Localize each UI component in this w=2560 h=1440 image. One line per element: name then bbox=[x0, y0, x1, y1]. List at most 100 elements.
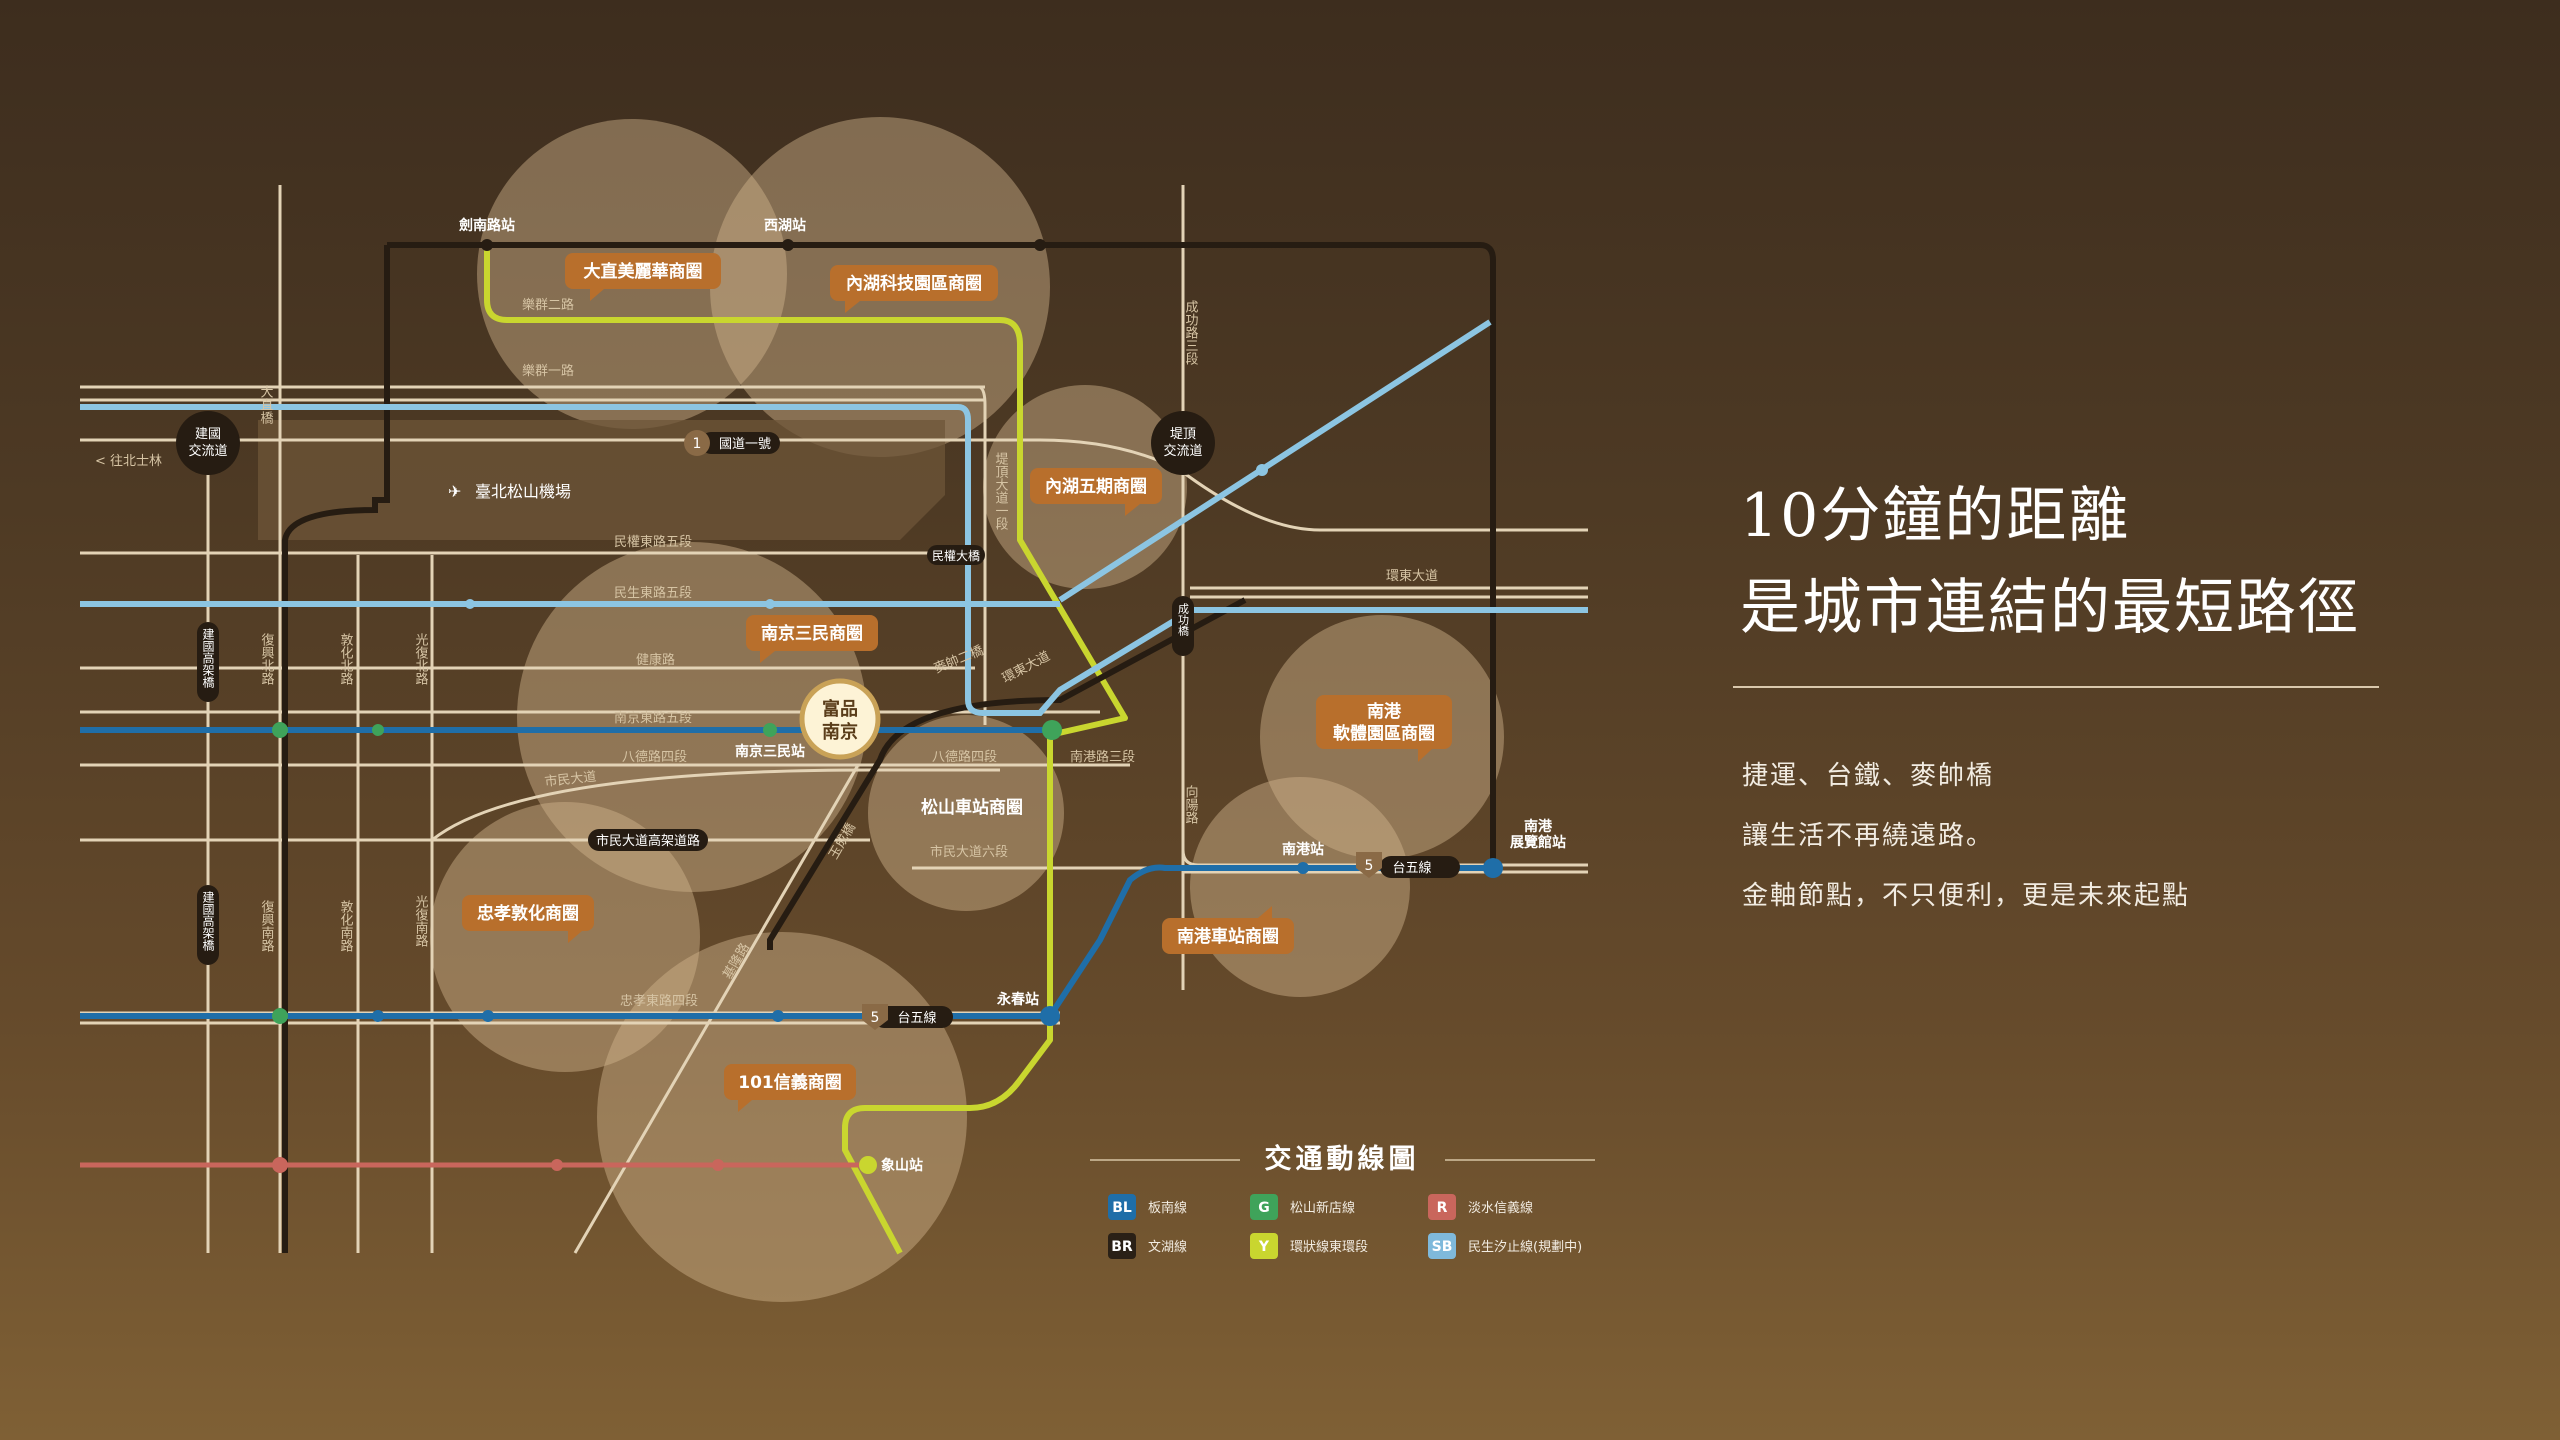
legend-code: SB bbox=[1432, 1239, 1453, 1255]
legend-item: G 松山新店線 bbox=[1250, 1194, 1355, 1220]
line-blue bbox=[80, 727, 1490, 1019]
svg-text:忠孝東路四段: 忠孝東路四段 bbox=[620, 993, 698, 1009]
legend-code: R bbox=[1437, 1200, 1448, 1216]
line-brown bbox=[282, 242, 1496, 1253]
svg-text:台五線: 台五線 bbox=[1392, 860, 1431, 876]
legend-label: 民生汐止線(規劃中) bbox=[1468, 1239, 1582, 1255]
chenggong-bridge-pill: 成功橋 bbox=[1172, 596, 1194, 656]
svg-text:環東大道: 環東大道 bbox=[1386, 568, 1438, 584]
area-label-neihu-tech: 內湖科技園區商圈 bbox=[830, 265, 998, 313]
legend-label: 松山新店線 bbox=[1290, 1200, 1355, 1216]
jianguo-elevated-north: 建國高架橋 bbox=[197, 622, 219, 702]
svg-text:軟體園區商圈: 軟體園區商圈 bbox=[1333, 723, 1435, 744]
interchange-dike: 堤頂 交流道 bbox=[1151, 411, 1215, 475]
svg-text:堤頂大道一段: 堤頂大道一段 bbox=[993, 452, 1009, 530]
vertical-road-labels: 成功路三段 向陽路 堤頂大道一段 大直橋 復興北路 復興南路 敦化北路 敦化南路… bbox=[258, 300, 1199, 952]
legend-code: G bbox=[1258, 1200, 1270, 1216]
legend: 交通動線圖 bbox=[1090, 1143, 1595, 1175]
svg-text:< 往北士林: < 往北士林 bbox=[95, 454, 162, 469]
legend-swatch bbox=[1250, 1194, 1278, 1220]
legend-swatch bbox=[1108, 1233, 1136, 1259]
svg-text:西湖站: 西湖站 bbox=[764, 217, 806, 234]
svg-text:成功路三段: 成功路三段 bbox=[1183, 300, 1199, 365]
airplane-icon: ✈ bbox=[448, 482, 461, 501]
svg-text:台五線: 台五線 bbox=[897, 1010, 936, 1026]
svg-text:內湖科技園區商圈: 內湖科技園區商圈 bbox=[846, 273, 982, 294]
svg-text:向陽路: 向陽路 bbox=[1183, 784, 1199, 824]
legend-code: Y bbox=[1258, 1239, 1270, 1255]
svg-text:大直美麗華商圈: 大直美麗華商圈 bbox=[584, 261, 703, 282]
svg-text:樂群一路: 樂群一路 bbox=[522, 363, 574, 379]
svg-text:樂群二路: 樂群二路 bbox=[522, 297, 574, 313]
civic-elevated-pill: 市民大道高架道路 bbox=[588, 829, 708, 851]
svg-text:八德路四段: 八德路四段 bbox=[622, 749, 687, 765]
jianguo-elevated-south: 建國高架橋 bbox=[197, 885, 219, 965]
svg-text:劍南路站: 劍南路站 bbox=[459, 217, 515, 234]
prov5-badge-west: 5 台五線 bbox=[862, 1004, 953, 1030]
legend-swatch bbox=[1250, 1233, 1278, 1259]
interchange-jianguo: 建國 交流道 bbox=[176, 411, 240, 475]
svg-text:光復北路: 光復北路 bbox=[413, 633, 429, 685]
legend-label: 文湖線 bbox=[1148, 1239, 1187, 1255]
description: 捷運、台鐵、麥帥橋 讓生活不再繞遠路。 金軸節點，不只便利，更是未來起點 bbox=[1742, 746, 2190, 926]
svg-text:南港車站商圈: 南港車站商圈 bbox=[1177, 926, 1279, 947]
svg-text:大直橋: 大直橋 bbox=[258, 385, 274, 425]
airport-area bbox=[258, 420, 945, 540]
legend-swatch bbox=[1108, 1194, 1136, 1220]
area-label-xinyi-101: 101信義商圈 bbox=[724, 1064, 856, 1112]
svg-text:101信義商圈: 101信義商圈 bbox=[738, 1072, 842, 1093]
svg-text:麥帥二橋: 麥帥二橋 bbox=[932, 642, 986, 676]
headline: 10分鐘的距離 是城市連結的最短路徑 bbox=[1740, 470, 2360, 654]
svg-text:市民大道六段: 市民大道六段 bbox=[930, 844, 1008, 860]
svg-text:松山車站商圈: 松山車站商圈 bbox=[921, 797, 1023, 818]
prov5-badge-east: 5 台五線 bbox=[1356, 852, 1460, 878]
legend-item: Y 環狀線東環段 bbox=[1250, 1233, 1368, 1259]
svg-text:國道一號: 國道一號 bbox=[719, 437, 771, 452]
legend-code: BR bbox=[1111, 1239, 1133, 1255]
svg-text:民生東路五段: 民生東路五段 bbox=[614, 585, 692, 601]
svg-text:南京東路五段: 南京東路五段 bbox=[614, 710, 692, 726]
svg-text:富品: 富品 bbox=[822, 698, 858, 720]
description-line3: 金軸節點，不只便利，更是未來起點 bbox=[1742, 881, 2191, 911]
svg-text:復興北路: 復興北路 bbox=[259, 632, 275, 685]
svg-text:敦化北路: 敦化北路 bbox=[338, 632, 354, 685]
svg-text:南京三民站: 南京三民站 bbox=[735, 743, 805, 760]
freeway-badge: 1 國道一號 bbox=[684, 430, 780, 456]
svg-text:1: 1 bbox=[693, 436, 702, 452]
svg-text:八德路四段: 八德路四段 bbox=[932, 749, 997, 765]
area-label-neihu-5: 內湖五期商圈 bbox=[1030, 468, 1162, 516]
svg-text:南港: 南港 bbox=[1524, 818, 1553, 835]
legend-label: 環狀線東環段 bbox=[1290, 1239, 1368, 1255]
headline-line2: 是城市連結的最短路徑 bbox=[1740, 573, 2360, 643]
svg-text:南港路三段: 南港路三段 bbox=[1070, 749, 1135, 765]
area-label-nangang-station: 南港車站商圈 bbox=[1162, 906, 1294, 954]
svg-text:南港站: 南港站 bbox=[1282, 841, 1324, 858]
svg-text:展覽館站: 展覽館站 bbox=[1510, 834, 1566, 851]
area-label-songshan-station: 松山車站商圈 bbox=[921, 797, 1023, 818]
svg-text:堤頂: 堤頂 bbox=[1170, 427, 1196, 442]
svg-text:南京三民商圈: 南京三民商圈 bbox=[761, 623, 863, 644]
svg-text:敦化南路: 敦化南路 bbox=[338, 899, 354, 952]
minquan-bridge-pill: 民權大橋 bbox=[927, 545, 985, 565]
legend-item: SB 民生汐止線(規劃中) bbox=[1428, 1233, 1582, 1259]
legend-code: BL bbox=[1112, 1200, 1132, 1216]
svg-text:健康路: 健康路 bbox=[636, 652, 675, 668]
svg-text:5: 5 bbox=[871, 1010, 880, 1026]
svg-text:交流道: 交流道 bbox=[1163, 443, 1202, 459]
svg-text:5: 5 bbox=[1365, 858, 1374, 874]
svg-text:市民大道: 市民大道 bbox=[544, 769, 597, 790]
svg-text:南港: 南港 bbox=[1367, 701, 1402, 722]
svg-text:忠孝敦化商圈: 忠孝敦化商圈 bbox=[477, 903, 579, 924]
area-label-dazhi: 大直美麗華商圈 bbox=[565, 253, 721, 301]
legend-swatch bbox=[1428, 1194, 1456, 1220]
legend-label: 淡水信義線 bbox=[1468, 1200, 1533, 1216]
svg-text:復興南路: 復興南路 bbox=[259, 899, 275, 952]
svg-text:環東大道: 環東大道 bbox=[999, 648, 1052, 687]
svg-text:建國高架橋: 建國高架橋 bbox=[201, 891, 215, 952]
legend-item: R 淡水信義線 bbox=[1428, 1194, 1533, 1220]
line-light-blue bbox=[80, 319, 1588, 716]
svg-text:交流道: 交流道 bbox=[188, 443, 227, 459]
